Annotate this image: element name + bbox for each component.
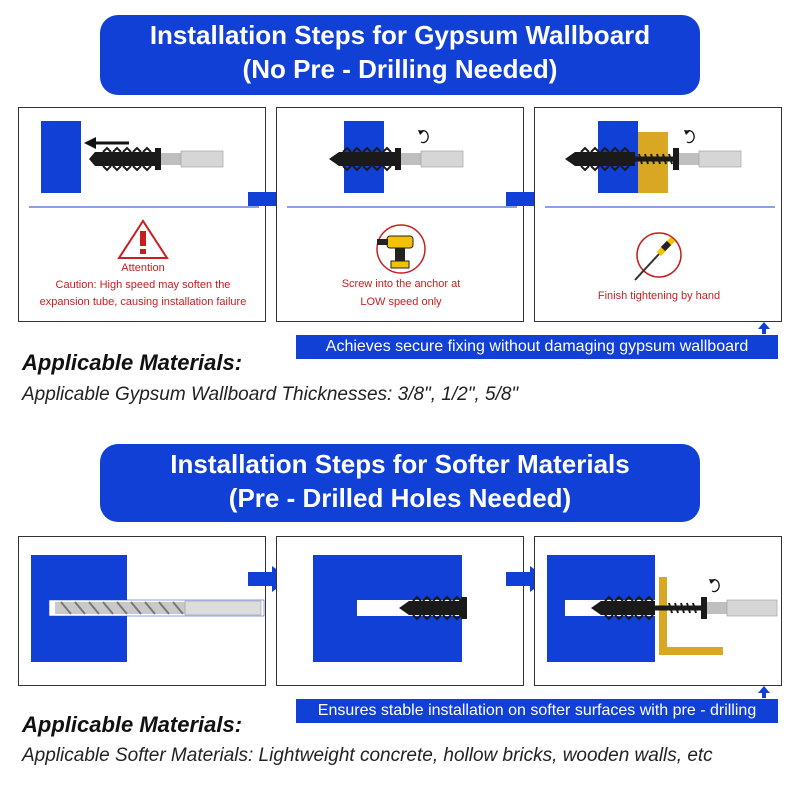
step4-panel (18, 536, 266, 686)
power-drill-icon (376, 224, 426, 274)
rotate-icon (684, 129, 695, 144)
bracket-icon (659, 577, 723, 655)
screw-icon (635, 148, 679, 170)
step2-caption-line1: Screw into the anchor at (341, 278, 461, 290)
step5-panel (276, 536, 524, 686)
step6-panel (534, 536, 782, 686)
section2-materials-text: Applicable Softer Materials: Lightweight… (22, 745, 713, 766)
step4-illustration (31, 555, 265, 662)
step1-caption-line2: expansion tube, causing installation fai… (39, 296, 247, 308)
up-arrow-icon (758, 686, 770, 698)
anchor-icon (565, 146, 635, 172)
section2-note: Ensures stable installation on softer su… (296, 699, 778, 723)
section1-materials-heading: Applicable Materials: (22, 350, 243, 375)
step3-panel: Finish tightening by hand (534, 107, 782, 322)
section1-materials-text: Applicable Gypsum Wallboard Thicknesses:… (22, 384, 519, 405)
step2-caption-line2: LOW speed only (360, 296, 442, 308)
section1-title: Installation Steps for Gypsum Wallboard … (100, 15, 700, 95)
step2-illustration (287, 121, 517, 274)
driver-bit-icon (679, 150, 742, 168)
drill-bit-icon (55, 600, 262, 616)
anchor-icon (399, 595, 467, 621)
up-arrow-icon (758, 322, 770, 334)
step3-illustration (545, 121, 775, 281)
screw-icon (655, 597, 707, 619)
section1-note: Achieves secure fixing without damaging … (296, 335, 778, 359)
step2-panel: Screw into the anchor at LOW speed only (276, 107, 524, 322)
screwdriver-icon (634, 232, 682, 281)
anchor-icon (591, 595, 655, 621)
step3-caption: Finish tightening by hand (597, 290, 721, 302)
anchor-icon (329, 146, 401, 172)
section1-title-line1: Installation Steps for Gypsum Wallboard (149, 20, 651, 50)
step6-illustration (547, 555, 778, 662)
step1-illustration (29, 121, 259, 259)
section2-materials-heading: Applicable Materials: (22, 712, 243, 737)
step1-caption-line1: Caution: High speed may soften the (55, 279, 231, 291)
driver-bit-icon (161, 150, 224, 168)
warning-triangle-icon (117, 219, 169, 259)
rotate-icon (709, 578, 720, 593)
anchor-icon (89, 146, 161, 172)
section2-title: Installation Steps for Softer Materials … (100, 444, 700, 522)
section2-title-line1: Installation Steps for Softer Materials (170, 449, 630, 479)
rotate-icon (418, 129, 429, 144)
step1-panel: Attention Caution: High speed may soften… (18, 107, 266, 322)
section1-title-line2: (No Pre - Drilling Needed) (242, 54, 558, 84)
driver-bit-icon (401, 150, 464, 168)
driver-bit-icon (707, 599, 778, 617)
attention-label: Attention (121, 262, 165, 274)
section2-title-line2: (Pre - Drilled Holes Needed) (228, 483, 572, 513)
step5-illustration (313, 555, 467, 662)
